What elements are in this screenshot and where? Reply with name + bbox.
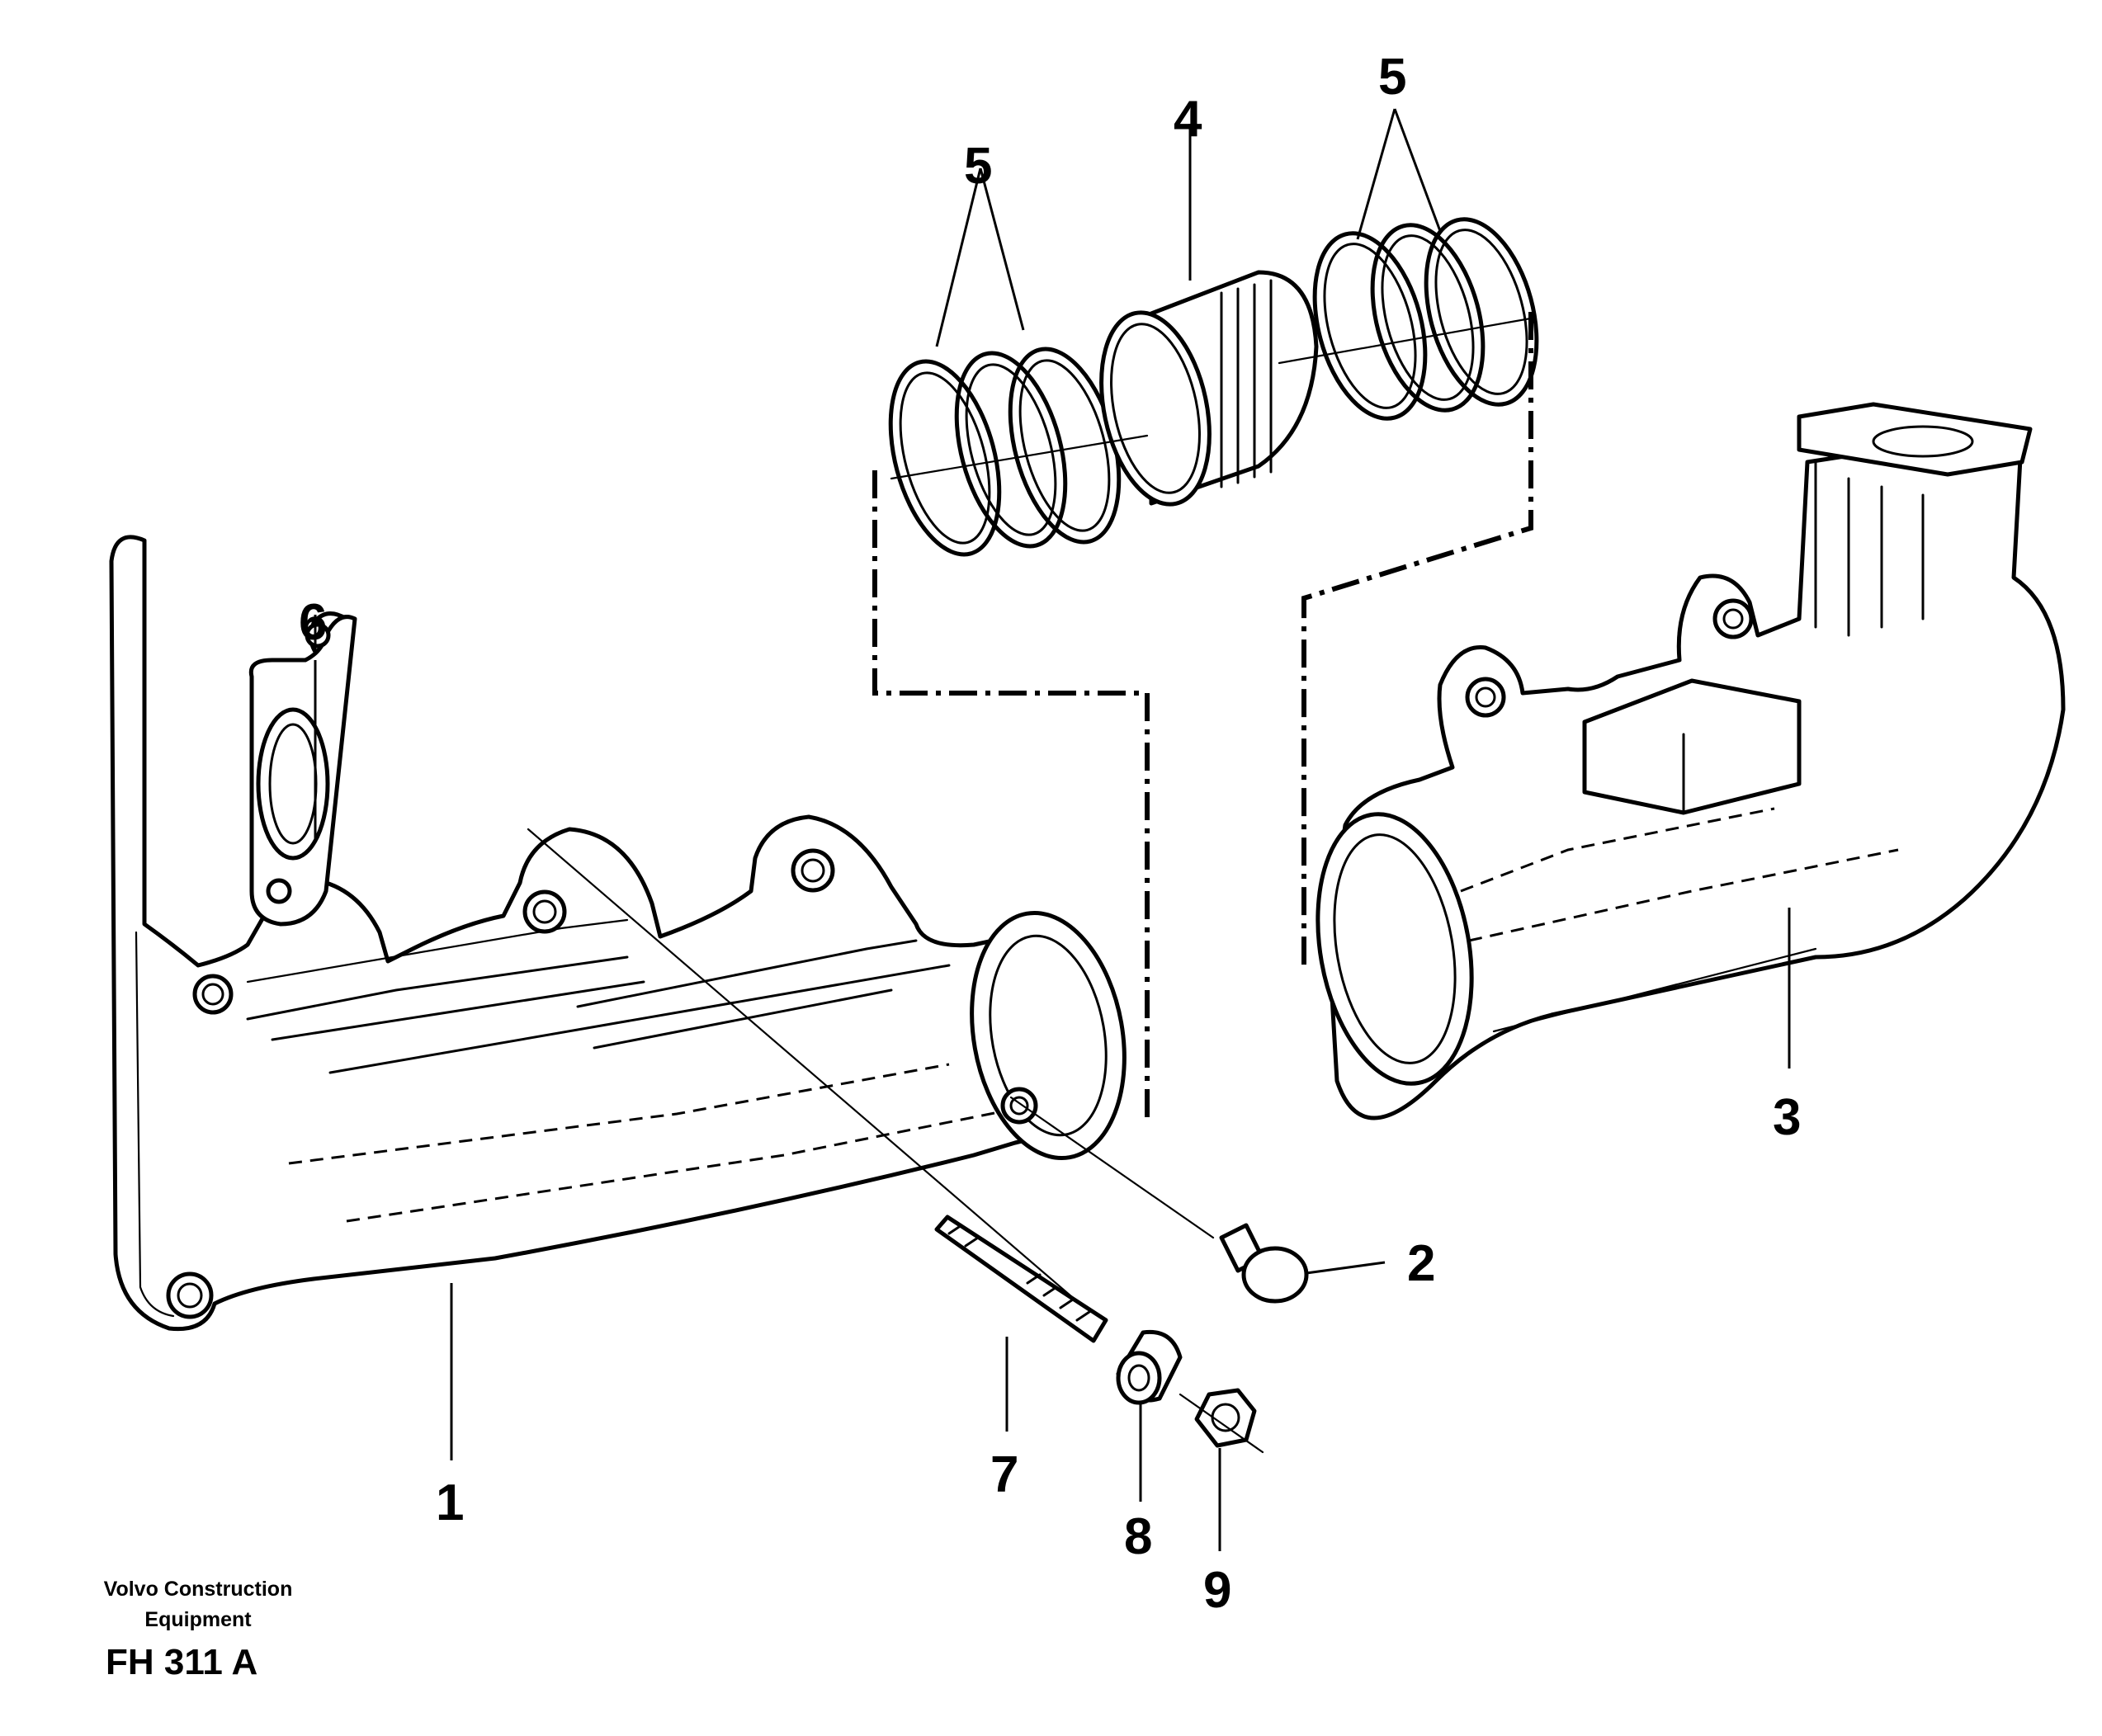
callout-5-right: 5 (1378, 49, 1406, 106)
drain-plug (1009, 1096, 1309, 1304)
callout-7: 7 (990, 1446, 1018, 1503)
callout-5-left: 5 (964, 138, 992, 195)
ring-axis-line (890, 316, 1537, 480)
connecting-sleeve (1099, 270, 1319, 507)
seal-rings-left (888, 347, 1122, 557)
callout-2: 2 (1407, 1235, 1435, 1292)
callout-6: 6 (299, 594, 327, 651)
figure-code: FH 311 A (106, 1642, 258, 1682)
callout-3: 3 (1773, 1089, 1801, 1146)
assembly-guide-lines (872, 312, 1533, 1122)
callout-4: 4 (1174, 91, 1202, 148)
callout-numbers: 1 2 3 4 5 5 6 7 8 9 (299, 49, 1801, 1619)
seal-rings-right (1312, 217, 1539, 421)
manifold-gasket (248, 611, 357, 927)
callout-9: 9 (1203, 1562, 1231, 1619)
company-name-line-2: Equipment (144, 1608, 252, 1631)
stud-bolt (527, 828, 1108, 1343)
callout-8: 8 (1124, 1508, 1152, 1565)
hex-nut (1179, 1388, 1264, 1454)
callout-leaders (314, 108, 1791, 1551)
left-exhaust-manifold (109, 535, 1127, 1332)
company-name-line-1: Volvo Construction (103, 1578, 293, 1601)
callout-1: 1 (436, 1474, 464, 1531)
spacer-sleeve (1116, 1329, 1183, 1405)
right-exhaust-manifold (1316, 402, 2066, 1120)
